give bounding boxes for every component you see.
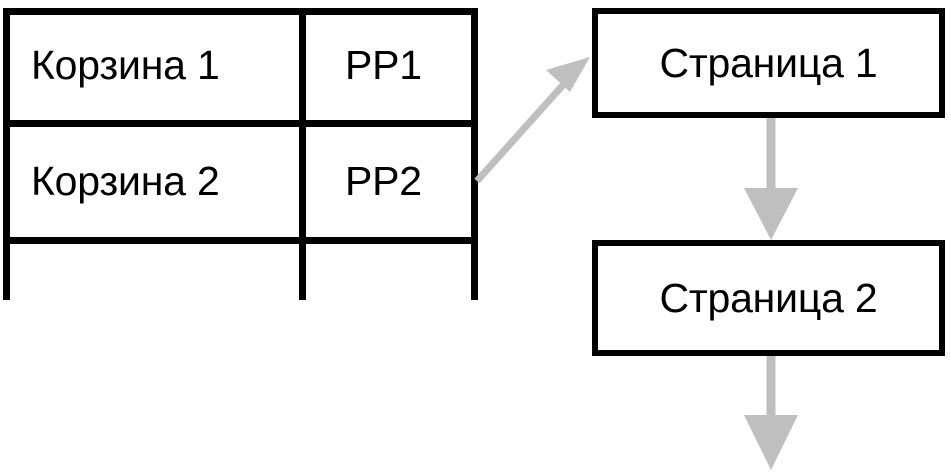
table-cell-code-2: PP2 (345, 158, 422, 204)
table-border-right (471, 8, 478, 300)
table-border-left (3, 8, 10, 300)
page-box-1-label: Страница 1 (659, 39, 878, 86)
table-cell-basket-1: Корзина 1 (31, 42, 220, 88)
table-cell-code-3 (302, 240, 478, 300)
basket-table: Корзина 1 PP1 Корзина 2 PP2 (3, 8, 478, 300)
page-box-2-label: Страница 2 (659, 274, 878, 321)
table-border-top (3, 8, 478, 15)
arrow-page1-to-page2-icon (744, 118, 798, 240)
table-row-divider-1 (3, 120, 478, 127)
table-cell-code-1: PP1 (345, 42, 422, 88)
table-cell-basket-3 (3, 240, 302, 300)
arrow-basket2-to-page1-icon (474, 57, 590, 184)
page-box-2[interactable]: Страница 2 (592, 240, 945, 356)
table-column-divider (299, 8, 306, 300)
page-box-1[interactable]: Страница 1 (592, 8, 945, 118)
arrow-page2-to-next-icon (744, 356, 798, 470)
table-cell-basket-2: Корзина 2 (31, 158, 220, 204)
table-row-divider-2 (3, 237, 478, 244)
